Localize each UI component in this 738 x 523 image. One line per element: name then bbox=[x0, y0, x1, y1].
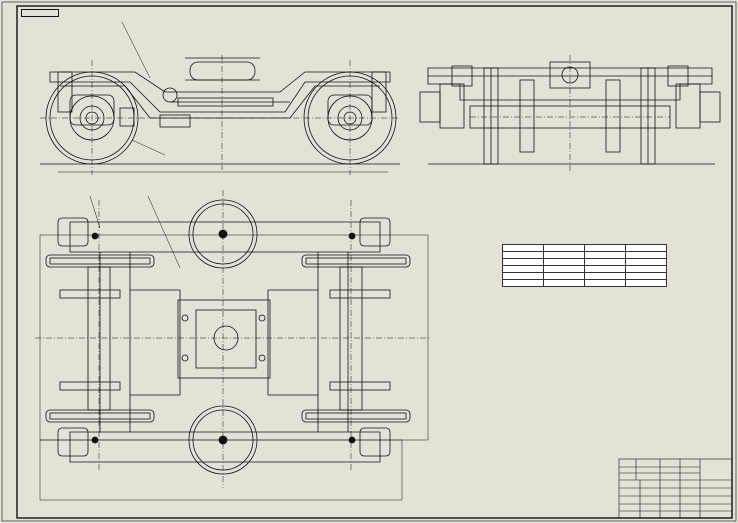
plan-beam-top bbox=[69, 221, 381, 253]
table-cell bbox=[502, 272, 544, 280]
table-cell bbox=[502, 258, 544, 266]
table-cell bbox=[584, 258, 626, 266]
table-row bbox=[502, 279, 667, 287]
table-cell bbox=[502, 279, 544, 287]
table-cell bbox=[625, 244, 667, 252]
parameters-table bbox=[502, 244, 667, 287]
table-cell bbox=[625, 265, 667, 273]
plan-view bbox=[35, 190, 430, 501]
table-cell bbox=[584, 244, 626, 252]
leader-line bbox=[121, 21, 151, 79]
table-cell bbox=[543, 279, 585, 287]
table-cell bbox=[543, 244, 585, 252]
table-cell bbox=[543, 251, 585, 259]
table-row bbox=[502, 258, 667, 266]
table-cell bbox=[584, 272, 626, 280]
inner-border bbox=[16, 5, 733, 519]
table-cell bbox=[584, 265, 626, 273]
table-row bbox=[502, 265, 667, 273]
table-row bbox=[502, 272, 667, 280]
table-cell bbox=[543, 258, 585, 266]
side-view bbox=[40, 21, 400, 175]
table-cell bbox=[625, 272, 667, 280]
table-cell bbox=[502, 265, 544, 273]
table-cell bbox=[502, 244, 544, 252]
table-cell bbox=[625, 279, 667, 287]
table-cell bbox=[584, 251, 626, 259]
table-cell bbox=[625, 258, 667, 266]
table-cell bbox=[543, 272, 585, 280]
drawing-tag bbox=[21, 9, 59, 17]
air-spring bbox=[189, 61, 256, 81]
table-cell bbox=[584, 279, 626, 287]
table-cell bbox=[502, 251, 544, 259]
table-row bbox=[502, 244, 667, 252]
table-cell bbox=[543, 265, 585, 273]
side-frame bbox=[49, 71, 391, 113]
end-view bbox=[419, 55, 721, 172]
end-frame bbox=[427, 67, 713, 101]
plan-bolster bbox=[177, 299, 271, 379]
table-cell bbox=[625, 251, 667, 259]
table-row bbox=[502, 251, 667, 259]
title-block bbox=[618, 458, 733, 519]
